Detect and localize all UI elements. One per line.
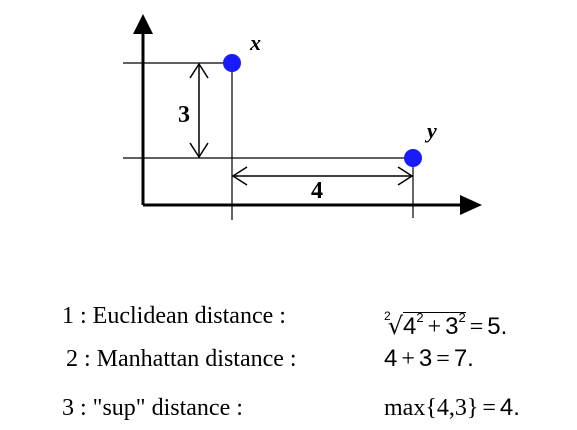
- y-axis-arrowhead: [133, 14, 153, 34]
- horizontal-dimension-arrow: [231, 166, 414, 186]
- radicand: 42+32: [402, 310, 466, 340]
- sup-label: 3 : "sup" distance :: [62, 395, 243, 421]
- euclidean-row: 1 : Euclidean distance : 2√42+32=5.: [0, 296, 577, 340]
- euclidean-formula: 2√42+32=5.: [384, 309, 508, 340]
- radical-icon: √: [387, 312, 403, 340]
- root-index: 2: [384, 309, 391, 323]
- point-x: [223, 54, 241, 72]
- sup-formula: max{4,3}=4.: [384, 394, 520, 421]
- manhattan-result: 7.: [453, 345, 474, 372]
- sup-result: 4.: [499, 394, 520, 421]
- vertical-dimension-arrow: [189, 62, 209, 159]
- sup-row: 3 : "sup" distance : max{4,3}=4.: [0, 388, 577, 428]
- point-y: [404, 149, 422, 167]
- vertical-distance-label: 3: [178, 102, 190, 128]
- point-x-label: x: [249, 30, 261, 55]
- euclidean-result: 5.: [487, 313, 508, 340]
- point-y-label: y: [424, 118, 437, 143]
- horizontal-distance-label: 4: [311, 178, 323, 204]
- manhattan-formula: 4+3=7.: [384, 345, 474, 372]
- manhattan-label: 2 : Manhattan distance :: [66, 346, 297, 372]
- x-axis-arrowhead: [460, 195, 482, 215]
- euclidean-label: 1 : Euclidean distance :: [62, 303, 286, 329]
- distance-diagram: 3 4 x y: [123, 14, 482, 220]
- manhattan-row: 2 : Manhattan distance : 4+3=7.: [0, 339, 577, 379]
